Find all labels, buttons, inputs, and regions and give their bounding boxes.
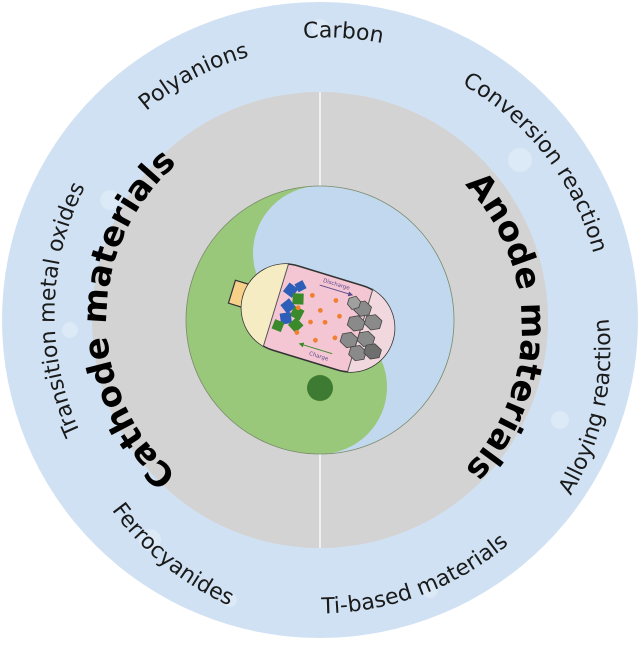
charge-label: Charge <box>308 351 329 363</box>
battery-separator-right <box>346 288 374 374</box>
discharge-arrow <box>319 284 349 295</box>
battery-left-section <box>230 253 289 348</box>
charge-arrow <box>303 344 333 355</box>
discharge-arrowhead <box>347 291 354 297</box>
battery: Discharge Charge <box>227 253 406 383</box>
ion-dots <box>294 292 342 343</box>
yin-dot <box>307 375 333 401</box>
yin-yang-outline <box>185 185 455 455</box>
outer-ring-texture <box>62 19 569 607</box>
anode-cluster <box>339 295 383 362</box>
yang-dot <box>307 231 333 257</box>
battery-separator-left <box>262 262 290 348</box>
charge-arrowhead <box>298 342 305 348</box>
cathode-crystal <box>271 280 307 333</box>
